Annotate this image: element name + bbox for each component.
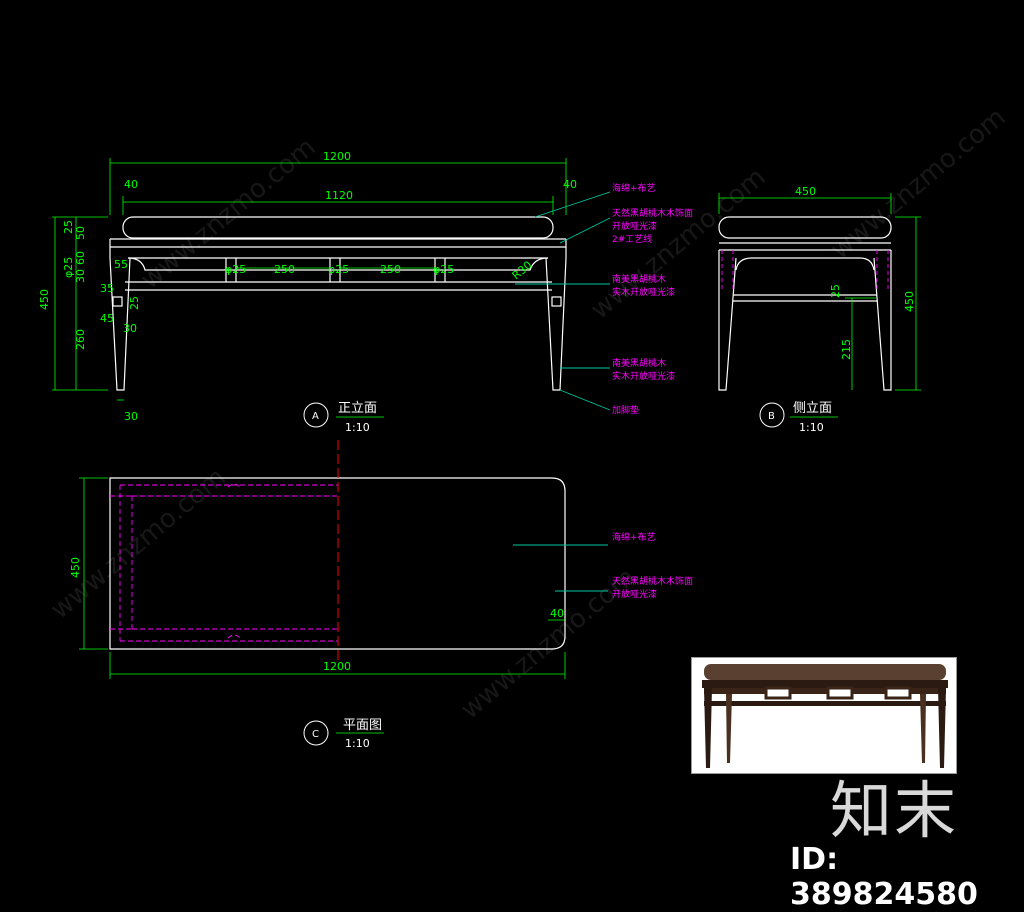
dim-post-2: φ25 (328, 263, 349, 276)
dim-side-width: 450 (795, 185, 816, 198)
dim-h50: 50 (74, 226, 87, 240)
plan-view (109, 440, 566, 660)
front-dimension-text: 1200 1120 40 40 450 25 50 φ25 60 30 260 … (38, 150, 577, 423)
dim-h25b: 25 (128, 296, 141, 310)
plan-callouts: 海绵+布艺 天然黑胡桃木木饰面 开放哑光漆 (612, 531, 693, 600)
view-marker-letter: B (768, 411, 775, 422)
dim-plan-depth: 450 (69, 557, 82, 578)
plan-hidden-lines (110, 483, 338, 642)
dim-h35: 35 (100, 282, 114, 295)
callout-text: 天然黑胡桃木木饰面 (612, 207, 693, 219)
view-marker (759, 402, 785, 428)
dim-side-h215: 215 (840, 339, 853, 360)
dim-h60: 60 (74, 251, 87, 265)
watermark-text: www.znzmo.com (825, 102, 1011, 265)
view-marker-letter: A (312, 411, 319, 422)
bench-photo-image (702, 664, 948, 768)
brand-logo: 知末 (830, 774, 959, 847)
dim-post-1: φ25 (225, 263, 246, 276)
dim-height-total: 450 (38, 289, 51, 310)
plan-dimension-text: 1200 450 40 (69, 557, 564, 673)
callout-text: 南美黑胡桃木 (612, 357, 666, 369)
dim-side-height: 450 (903, 291, 916, 312)
side-cushion (718, 216, 892, 239)
dim-radius: R30 (510, 258, 535, 282)
callout-text: 海绵+布艺 (612, 531, 656, 543)
dim-right-offset: 40 (563, 178, 577, 191)
view-marker (303, 720, 329, 746)
view-title: 侧立面 (793, 401, 832, 416)
callout-text: 2#工艺线 (612, 233, 652, 245)
plan-leaders (513, 544, 608, 592)
apron-curve (127, 257, 549, 271)
callout-text: 开放哑光漆 (612, 220, 657, 232)
side-view (718, 216, 892, 391)
view-title: 正立面 (338, 401, 377, 416)
dim-phi25: φ25 (62, 257, 75, 278)
watermark-text: www.znzmo.com (45, 462, 231, 625)
view-marker (303, 402, 329, 428)
dim-spacing-1: 250 (274, 263, 295, 276)
dim-foot30: 30 (124, 410, 138, 423)
side-view-label: B 侧立面 1:10 (759, 401, 838, 434)
view-scale: 1:10 (799, 421, 824, 434)
dim-plan-corner: 40 (550, 607, 564, 620)
front-view-label: A 正立面 1:10 (303, 401, 384, 434)
view-title: 平面图 (343, 718, 382, 733)
right-leg (545, 247, 567, 391)
dim-plan-width: 1200 (323, 660, 351, 673)
front-callouts: 海绵+布艺 天然黑胡桃木木饰面 开放哑光漆 2#工艺线 南美黑胡桃木 实木开放哑… (612, 182, 693, 416)
view-scale: 1:10 (345, 421, 370, 434)
view-scale: 1:10 (345, 737, 370, 750)
dim-left-offset: 40 (124, 178, 138, 191)
dim-post-3: φ25 (433, 263, 454, 276)
plan-outline (109, 477, 566, 650)
image-id-label: ID: 389824580 (790, 842, 978, 912)
dim-h45: 45 (100, 312, 114, 325)
callout-text: 实木开放哑光漆 (612, 370, 675, 382)
front-leaders (515, 191, 611, 411)
side-dimension-text: 450 450 25 215 (795, 185, 916, 360)
dim-h30b: 30 (123, 322, 137, 335)
left-leg (109, 247, 131, 391)
dim-spacing-2: 250 (380, 263, 401, 276)
reference-photo (691, 657, 957, 774)
dim-inner-width: 1120 (325, 189, 353, 202)
plan-dimensions (79, 477, 566, 679)
view-marker-letter: C (312, 729, 319, 740)
dim-h30: 30 (74, 269, 87, 283)
side-left-leg (718, 250, 737, 391)
plan-view-label: C 平面图 1:10 (303, 718, 384, 750)
front-dimensions (52, 158, 567, 401)
callout-text: 加脚垫 (612, 404, 639, 416)
side-right-leg (873, 250, 892, 391)
dim-h55: 55 (114, 258, 128, 271)
dim-h25: 25 (62, 220, 75, 234)
dim-h260: 260 (74, 329, 87, 350)
callout-text: 实木开放哑光漆 (612, 286, 675, 298)
callout-text: 海绵+布艺 (612, 182, 656, 194)
dim-side-h25: 25 (829, 284, 842, 298)
side-dimensions (718, 193, 921, 391)
callout-text: 开放哑光漆 (612, 588, 657, 600)
callout-text: 天然黑胡桃木木饰面 (612, 575, 693, 587)
side-hidden-lines (721, 250, 889, 290)
dim-overall-width: 1200 (323, 150, 351, 163)
callout-text: 南美黑胡桃木 (612, 273, 666, 285)
front-view (109, 216, 567, 391)
watermark-layer: www.znzmo.com www.znzmo.com www.znzmo.co… (45, 102, 1011, 725)
cushion-outline (122, 216, 554, 239)
